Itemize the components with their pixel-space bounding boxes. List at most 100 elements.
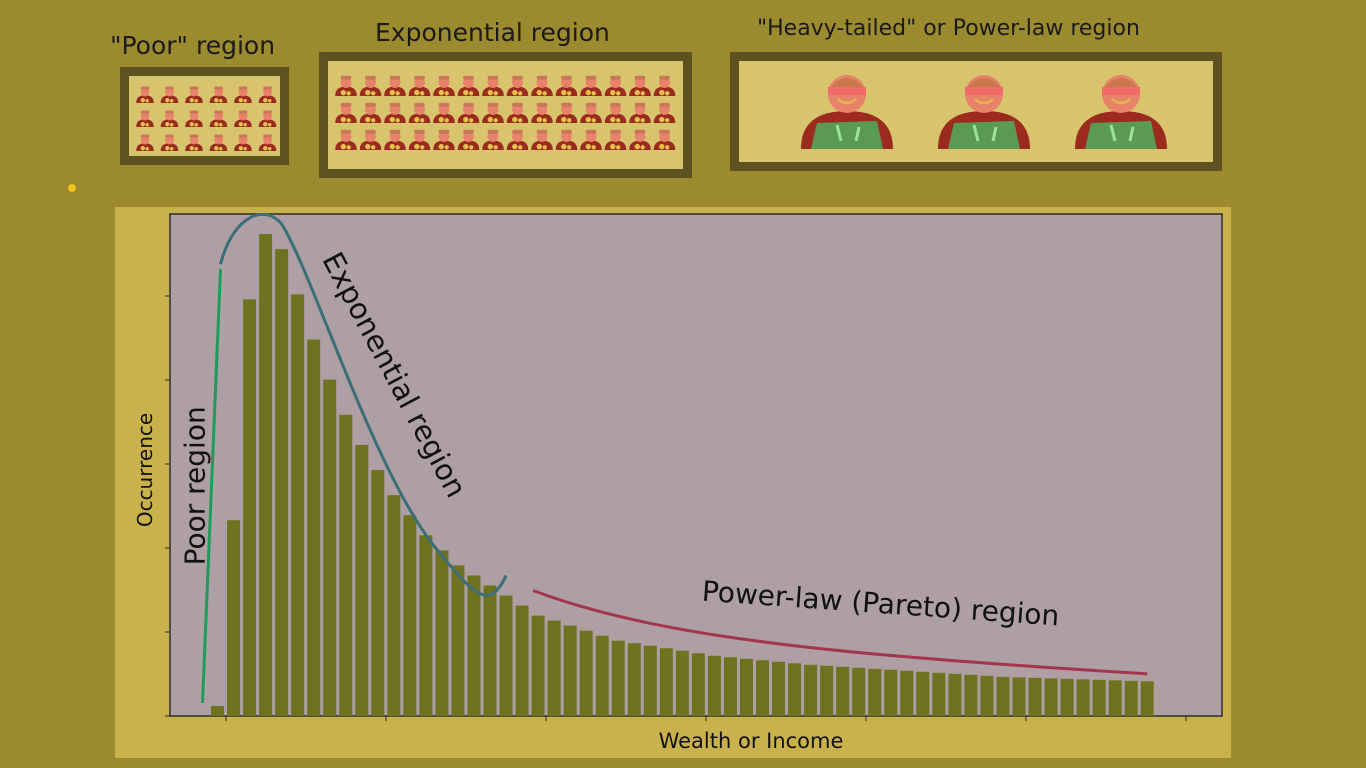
person-icon (433, 129, 455, 150)
histogram-bar (996, 676, 1010, 716)
poor-region-curve (201, 269, 222, 704)
exponential-region-curve (219, 213, 508, 597)
person-icon (234, 134, 252, 151)
person-icon (555, 129, 578, 150)
person-icon (433, 102, 455, 123)
poor-region-annotation: Poor region (179, 406, 212, 565)
histogram-bar (756, 660, 770, 716)
person-icon (185, 86, 203, 103)
person-icon (258, 86, 277, 103)
histogram-bar (1044, 678, 1058, 716)
person-icon (433, 75, 455, 96)
histogram-bar (435, 550, 449, 716)
person-icon (185, 134, 203, 151)
rich-population-icons (801, 75, 1167, 149)
histogram-bar (595, 635, 609, 716)
histogram-bar (419, 535, 433, 716)
person-icon (136, 134, 154, 151)
histogram-bar (579, 630, 593, 716)
histogram-bar (275, 249, 289, 716)
histogram-bar (772, 661, 786, 716)
histogram-bar (451, 565, 465, 716)
histogram-bar (643, 645, 657, 716)
histogram-bar (339, 414, 353, 716)
histogram-bar (980, 675, 994, 716)
person-icon (506, 75, 529, 96)
person-icon (531, 102, 553, 123)
histogram-bar (852, 667, 866, 716)
histogram-bar (691, 653, 705, 716)
person-icon (555, 102, 578, 123)
person-icon (653, 129, 676, 150)
histogram-bar (243, 299, 257, 716)
person-icon (234, 110, 252, 127)
pareto-region-curve (532, 589, 1148, 676)
person-icon (506, 102, 529, 123)
histogram-bar (1076, 679, 1090, 716)
person-icon (457, 129, 480, 150)
person-icon (335, 102, 357, 123)
person-icon (258, 110, 277, 127)
person-icon (482, 129, 504, 150)
histogram-bar (371, 470, 385, 716)
person-icon (580, 102, 602, 123)
histogram-bar (707, 655, 721, 716)
person-icon (209, 86, 228, 103)
middle-population-icons (335, 75, 676, 150)
person-icon (408, 102, 431, 123)
rich-person-icon (938, 75, 1030, 149)
person-icon (160, 86, 179, 103)
pointer-dot-icon (68, 184, 76, 192)
histogram-bar (964, 674, 978, 716)
histogram-bar (1028, 677, 1042, 716)
person-icon (185, 110, 203, 127)
histogram-bar (467, 575, 481, 716)
histogram-bar (739, 658, 753, 716)
histogram-bar (227, 520, 241, 716)
histogram-bar (627, 643, 641, 716)
person-icon (384, 75, 406, 96)
histogram-bar (1124, 680, 1138, 716)
person-icon (506, 129, 529, 150)
histogram-bar (723, 657, 737, 716)
person-icon (653, 75, 676, 96)
person-icon (136, 110, 154, 127)
person-icon (258, 134, 277, 151)
histogram-bar (1092, 679, 1106, 716)
person-icon (408, 75, 431, 96)
histogram-bar (403, 515, 417, 716)
person-icon (384, 102, 406, 123)
histogram-bar (916, 671, 930, 716)
person-icon (457, 75, 480, 96)
histogram-bar (515, 605, 529, 716)
person-icon (335, 129, 357, 150)
rich-person-icon (1075, 75, 1167, 149)
person-icon (359, 75, 382, 96)
person-icon (234, 86, 252, 103)
histogram-bar (836, 666, 850, 716)
person-icon (482, 102, 504, 123)
exponential-region-title: Exponential region (375, 18, 610, 47)
exponential-region-panel (319, 52, 692, 178)
histogram-bar (1060, 678, 1074, 716)
poor-region-title: "Poor" region (110, 31, 276, 60)
histogram-bar (611, 640, 625, 716)
person-icon (136, 86, 154, 103)
heavy-tailed-region-panel (730, 52, 1222, 171)
person-icon (209, 110, 228, 127)
histogram-bar (307, 339, 321, 716)
rich-person-icon (801, 75, 893, 149)
person-icon (604, 129, 627, 150)
person-icon (408, 129, 431, 150)
y-axis-label: Occurrence (133, 413, 157, 527)
person-icon (531, 129, 553, 150)
person-icon (629, 75, 651, 96)
heavy-tailed-region-title: "Heavy-tailed" or Power-law region (757, 16, 1140, 41)
person-icon (629, 129, 651, 150)
histogram-bar (788, 663, 802, 716)
histogram-bar (868, 668, 882, 716)
histogram-bar (211, 705, 224, 716)
x-axis-label: Wealth or Income (659, 729, 844, 753)
poor-region-panel (120, 67, 289, 165)
